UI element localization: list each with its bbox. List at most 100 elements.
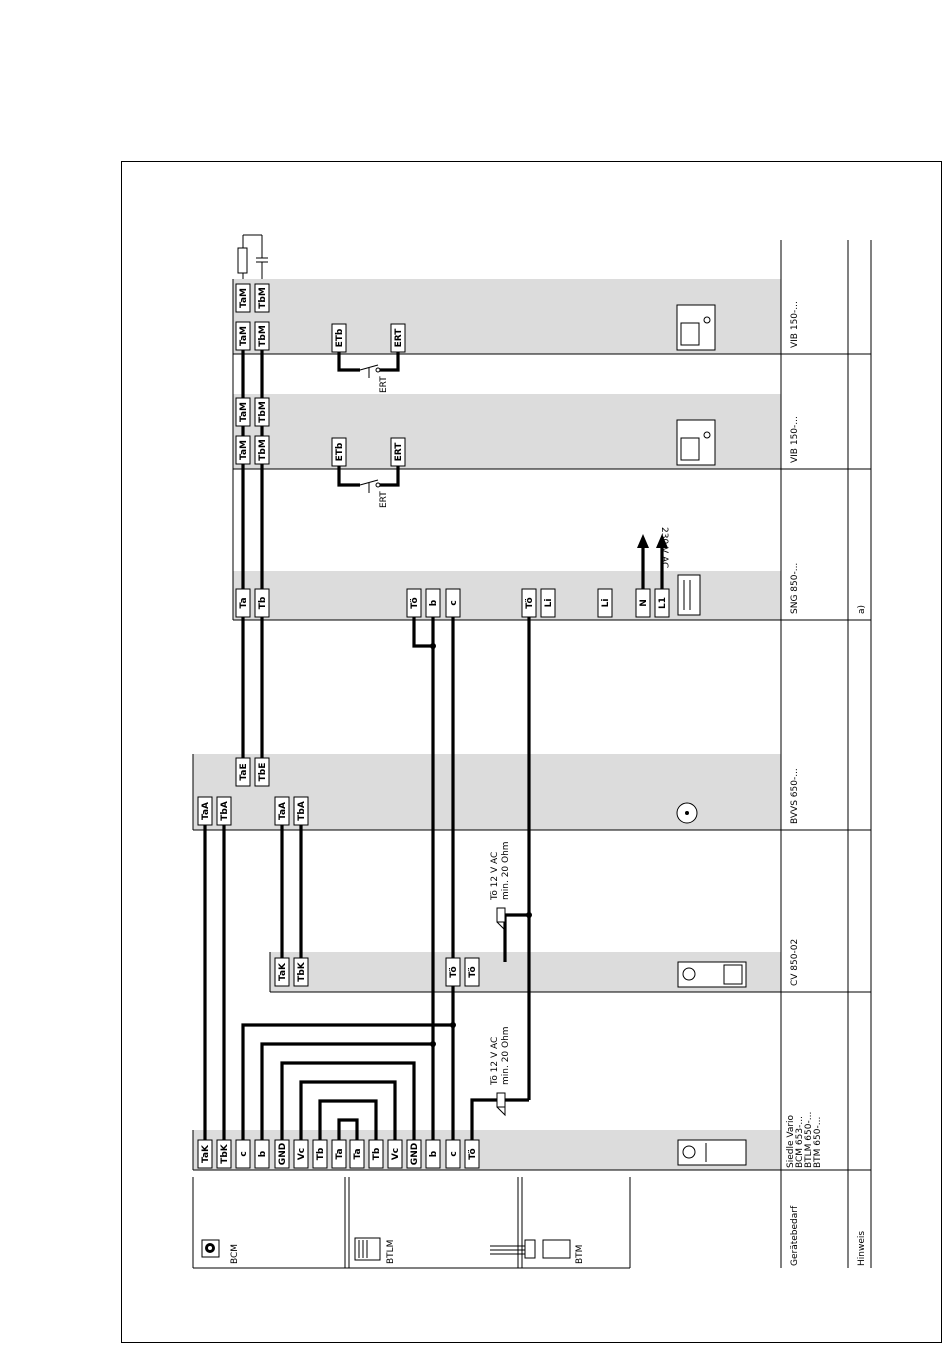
svg-text:TbK: TbK xyxy=(220,1143,230,1164)
svg-text:Tb: Tb xyxy=(316,1147,326,1160)
svg-text:Tö: Tö xyxy=(468,966,478,977)
terminal-sng-8: N xyxy=(635,588,651,618)
device-label-cv: CV 850-02 xyxy=(790,939,800,986)
terminal-base-10: Vc xyxy=(387,1139,403,1169)
svg-text:b: b xyxy=(258,1150,268,1157)
device-label-siedle-2: BTLM 650-... xyxy=(804,1112,814,1168)
svg-text:c: c xyxy=(239,1151,249,1156)
terminal-vib_left_ert-0: ETb xyxy=(331,437,347,467)
svg-text:Li: Li xyxy=(544,599,554,608)
svg-text:TbA: TbA xyxy=(297,801,307,821)
svg-text:Vc: Vc xyxy=(391,1148,401,1160)
terminal-sng-6: Li xyxy=(540,588,556,618)
terminal-base-6: Tb xyxy=(312,1139,328,1169)
terminal-cv_k-0: TaK xyxy=(274,957,290,987)
svg-text:b: b xyxy=(429,599,439,606)
svg-text:Tb: Tb xyxy=(372,1147,382,1160)
terminal-bvvs_a2-1: TbA xyxy=(293,796,309,826)
svg-text:ERT: ERT xyxy=(394,442,404,462)
door-opener-base xyxy=(496,1092,506,1117)
svg-text:TbE: TbE xyxy=(258,763,268,782)
cv-icon xyxy=(677,961,747,988)
svg-text:TbA: TbA xyxy=(220,801,230,821)
device-label-sng: SNG 850-... xyxy=(790,563,800,614)
btlm-icon xyxy=(354,1237,381,1261)
device-label-siedle-3: BTM 650-... xyxy=(813,1117,823,1168)
terminal-base-11: GND xyxy=(406,1139,422,1169)
terminal-cv_to-0: Tö xyxy=(445,957,461,987)
terminal-vib_left_ert-1: ERT xyxy=(390,437,406,467)
svg-text:GND: GND xyxy=(278,1143,288,1165)
terminal-base-2: c xyxy=(235,1139,251,1169)
terminal-vib_right_main-1: TbM xyxy=(254,321,270,351)
terminal-sng-7: Li xyxy=(597,588,613,618)
module-label-bcm: BCM xyxy=(230,1244,240,1264)
module-label-btm: BTM xyxy=(575,1245,585,1264)
terminal-base-12: b xyxy=(425,1139,441,1169)
svg-text:Ta: Ta xyxy=(335,1148,345,1159)
terminal-bvvs_a1-1: TbA xyxy=(216,796,232,826)
terminal-sng-2: Tö xyxy=(406,588,422,618)
svg-text:TaM: TaM xyxy=(239,288,249,308)
ac230-label: 230 V AC xyxy=(659,527,669,568)
terminal-base-14: Tö xyxy=(464,1139,480,1169)
labels: VIB 150-...VIB 150-...SNG 850-...BVVS 65… xyxy=(230,301,867,1266)
to12-cv-1: min. 20 Ohm xyxy=(501,841,511,900)
bvvs-icon xyxy=(676,802,698,824)
table-grid xyxy=(192,240,872,1269)
ert-label-left: ERT xyxy=(379,491,389,508)
svg-text:ETb: ETb xyxy=(335,442,345,461)
terminal-base-3: b xyxy=(254,1139,270,1169)
btm-icon xyxy=(490,1239,571,1259)
svg-text:Ta: Ta xyxy=(353,1148,363,1159)
svg-text:Tö: Tö xyxy=(525,597,535,608)
svg-text:TaM: TaM xyxy=(239,326,249,346)
svg-text:Tö: Tö xyxy=(468,1148,478,1159)
svg-text:c: c xyxy=(449,600,459,605)
svg-text:N: N xyxy=(639,599,649,607)
svg-text:Ta: Ta xyxy=(239,597,249,608)
terminal-sng-5: Tö xyxy=(521,588,537,618)
ert-switch-right xyxy=(359,364,381,378)
svg-text:GND: GND xyxy=(410,1143,420,1165)
svg-text:L1: L1 xyxy=(658,597,668,609)
svg-text:TaM: TaM xyxy=(239,440,249,460)
terminal-base-0: TaK xyxy=(197,1139,213,1169)
terminal-sng-4: c xyxy=(445,588,461,618)
svg-text:Tb: Tb xyxy=(258,596,268,609)
svg-text:TbK: TbK xyxy=(297,961,307,982)
device-label-vib-right: VIB 150-... xyxy=(790,301,800,348)
terminal-base-5: Vc xyxy=(293,1139,309,1169)
terminal-vib_left_main-0: TaM xyxy=(235,435,251,465)
terminal-bvvs_a1-0: TaA xyxy=(197,796,213,826)
terminal-vib_right_ert-0: ETb xyxy=(331,323,347,353)
bcm-icon xyxy=(201,1239,220,1258)
ert-switch-left xyxy=(359,479,381,493)
svg-text:Li: Li xyxy=(601,599,611,608)
siedle-icon xyxy=(677,1139,747,1166)
terminal-sng-9: L1 xyxy=(654,588,670,618)
svg-text:ETb: ETb xyxy=(335,328,345,347)
to12-base-0: Tö 12 V AC xyxy=(490,1037,500,1086)
vib-left-icon xyxy=(676,419,716,466)
terminal-vib_left_top-1: TbM xyxy=(254,397,270,427)
label-hinweis: Hinweis xyxy=(857,1231,867,1266)
terminal-bvvs_a2-0: TaA xyxy=(274,796,290,826)
ert-label-right: ERT xyxy=(379,376,389,393)
svg-text:TbM: TbM xyxy=(258,325,268,347)
svg-text:ERT: ERT xyxy=(394,328,404,348)
svg-text:TaA: TaA xyxy=(201,802,211,820)
terminal-vib_right_ert-1: ERT xyxy=(390,323,406,353)
terminal-vib_right_top-0: TaM xyxy=(235,283,251,313)
svg-text:TbM: TbM xyxy=(258,287,268,309)
device-label-siedle-0: Siedle Vario xyxy=(786,1114,796,1168)
device-label-siedle-1: BCM 653-... xyxy=(795,1116,805,1168)
svg-text:TbM: TbM xyxy=(258,439,268,461)
terminal-base-9: Tb xyxy=(368,1139,384,1169)
terminal-cv_to-1: Tö xyxy=(464,957,480,987)
door-opener-cv xyxy=(496,907,506,932)
terminal-base-8: Ta xyxy=(349,1139,365,1169)
label-geraetebedarf: Gerätebedarf xyxy=(790,1205,800,1266)
